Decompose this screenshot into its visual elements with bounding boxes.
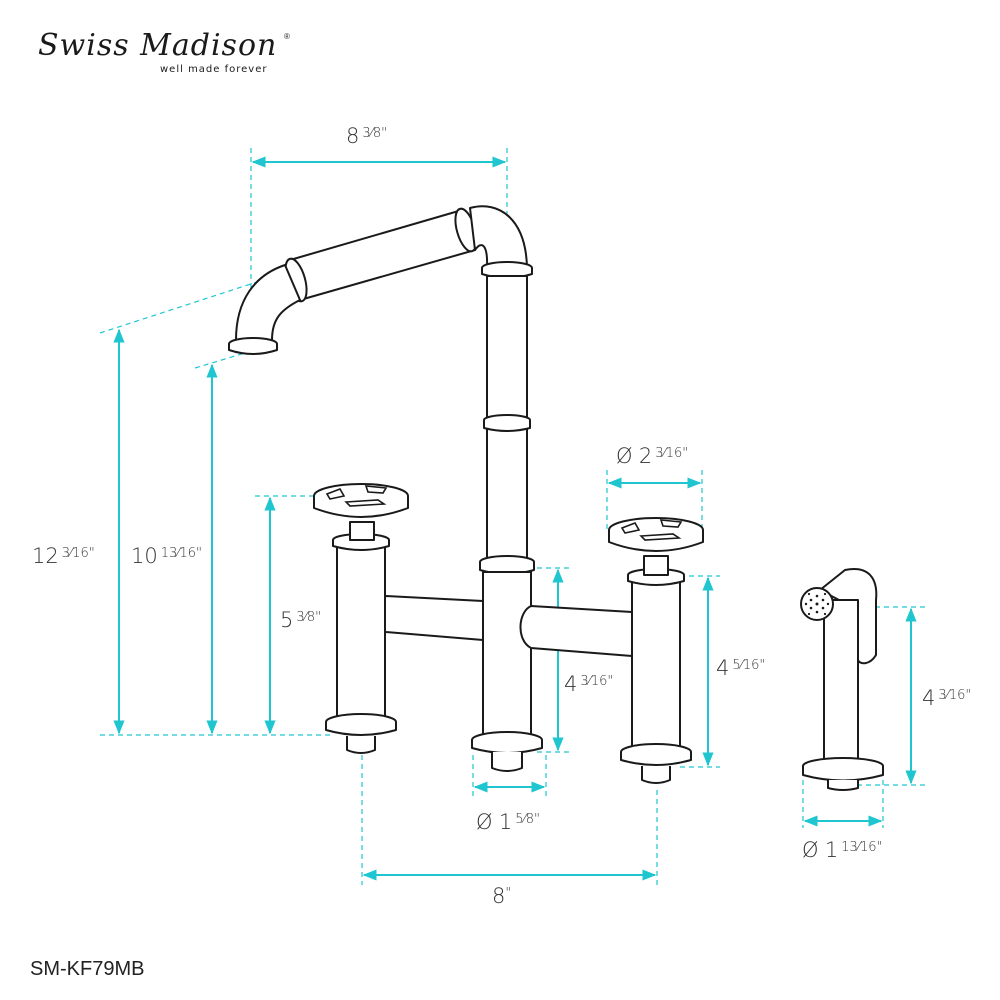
- wheel-spokes: [325, 485, 683, 541]
- brand-name: Swiss Madison: [38, 28, 278, 63]
- sprayer-nozzle-holes: [804, 592, 830, 616]
- model-number: SM-KF79MB: [30, 958, 145, 980]
- brand-logo: Swiss Madison ® well made forever: [38, 28, 298, 88]
- brand-tagline: well made forever: [160, 64, 268, 75]
- registered-mark: ®: [284, 32, 290, 41]
- dimension-arrows: [113, 156, 917, 881]
- dimension-center-spread: 8": [492, 884, 512, 908]
- faucet-outline: [228, 205, 884, 791]
